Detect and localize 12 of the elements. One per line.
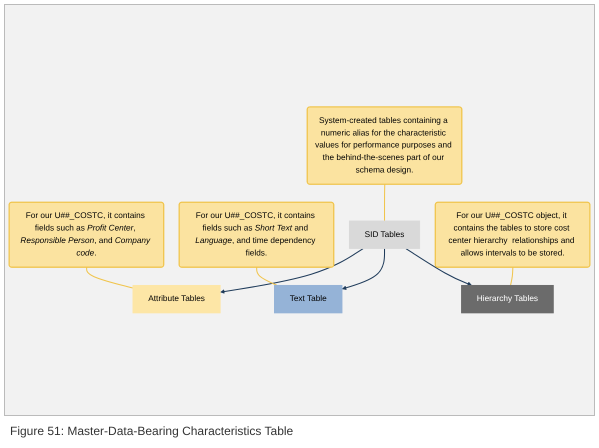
node-box: Attribute Tables (132, 284, 221, 314)
arrow (220, 248, 364, 294)
node-box: Text Table (274, 284, 342, 314)
figure-caption: Figure 51: Master-Data-Bearing Characteristics Table (9, 423, 294, 440)
connector (384, 184, 386, 221)
node-box: SID Tables (348, 220, 420, 249)
arrow (342, 248, 386, 290)
connector (510, 267, 514, 286)
connector (86, 267, 133, 288)
arrow (406, 248, 472, 286)
node-box: Hierarchy Tables (461, 284, 554, 314)
connector (256, 267, 278, 286)
